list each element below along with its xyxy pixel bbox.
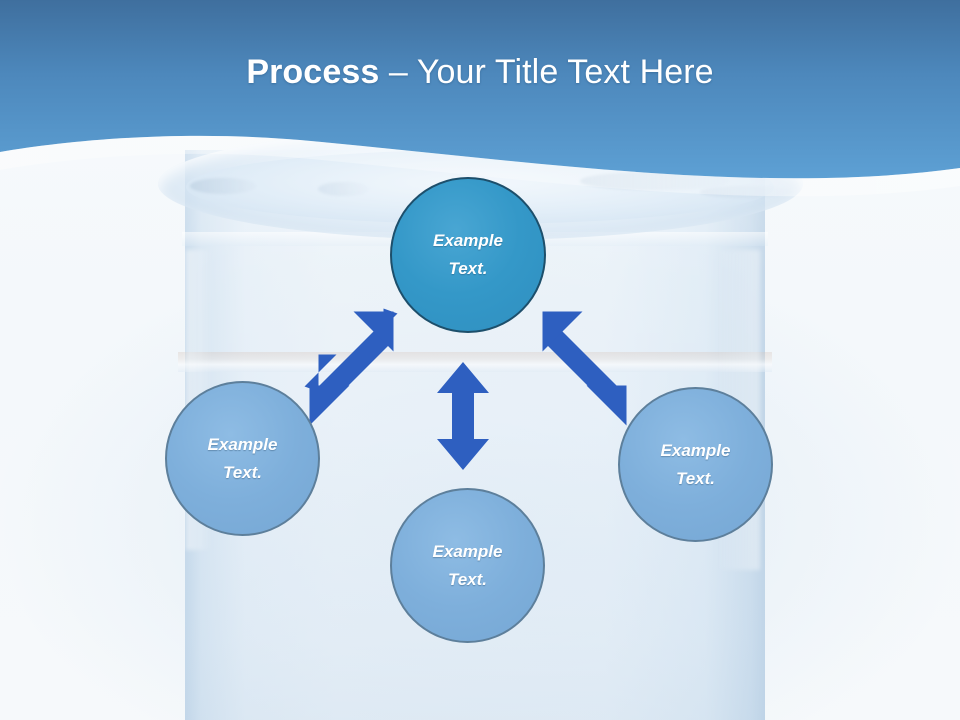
header-banner xyxy=(0,0,960,205)
node-bottom-line1: Example xyxy=(432,541,503,561)
jug-reflection-mark xyxy=(190,178,256,194)
node-top-line1: Example xyxy=(433,231,503,250)
page-title: Process – Your Title Text Here xyxy=(0,50,960,94)
node-right[interactable]: Example Text. xyxy=(618,387,773,542)
node-left[interactable]: Example Text. xyxy=(165,381,320,536)
node-left-line2: Text. xyxy=(222,462,263,482)
node-left-line1: Example xyxy=(207,434,278,454)
page-title-strong: Process xyxy=(246,53,380,91)
arrow-top-right-icon xyxy=(542,311,627,426)
jug-reflection-mark xyxy=(318,182,370,196)
node-bottom-line2: Text. xyxy=(447,569,488,589)
header-shape xyxy=(0,0,960,179)
node-bottom[interactable]: Example Text. xyxy=(390,488,545,643)
node-right-line1: Example xyxy=(660,440,731,460)
node-right-line2: Text. xyxy=(675,468,716,488)
arrow-top-left-icon xyxy=(304,308,398,426)
node-top-line2: Text. xyxy=(448,259,488,278)
arrow-top-bottom-icon xyxy=(437,362,489,470)
node-top[interactable]: Example Text. xyxy=(390,177,546,333)
page-title-rest: – Your Title Text Here xyxy=(379,53,714,91)
header-swoosh xyxy=(0,135,960,197)
